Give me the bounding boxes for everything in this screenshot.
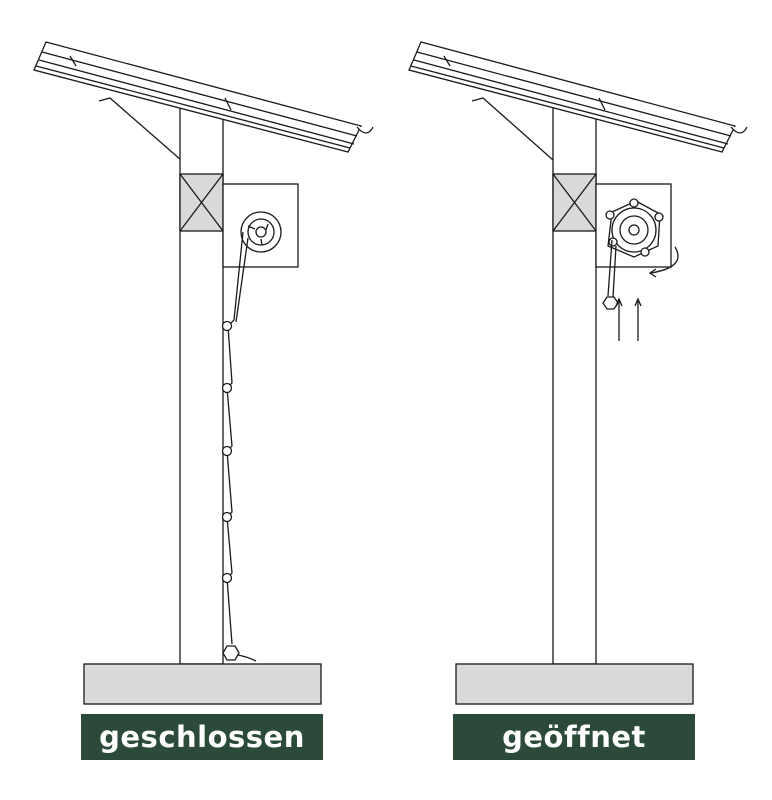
chain [602, 239, 619, 310]
solar-panel [408, 41, 748, 153]
brace-strut [471, 97, 554, 161]
rotation-arrow-icon [648, 246, 679, 278]
solar-panel [33, 41, 374, 153]
up-arrow-icon [615, 297, 642, 341]
joint-box [179, 173, 224, 232]
joint-box [552, 173, 597, 232]
base-block [455, 663, 694, 705]
chain [221, 231, 257, 662]
brace-strut [98, 97, 182, 161]
panel-open [408, 41, 748, 705]
panel-closed [33, 41, 374, 705]
reel-icon [605, 198, 664, 258]
reel-icon [240, 211, 282, 253]
label-open: geöffnet [453, 714, 695, 760]
base-block [83, 663, 322, 705]
label-closed: geschlossen [81, 714, 323, 760]
motor-housing [222, 183, 299, 268]
